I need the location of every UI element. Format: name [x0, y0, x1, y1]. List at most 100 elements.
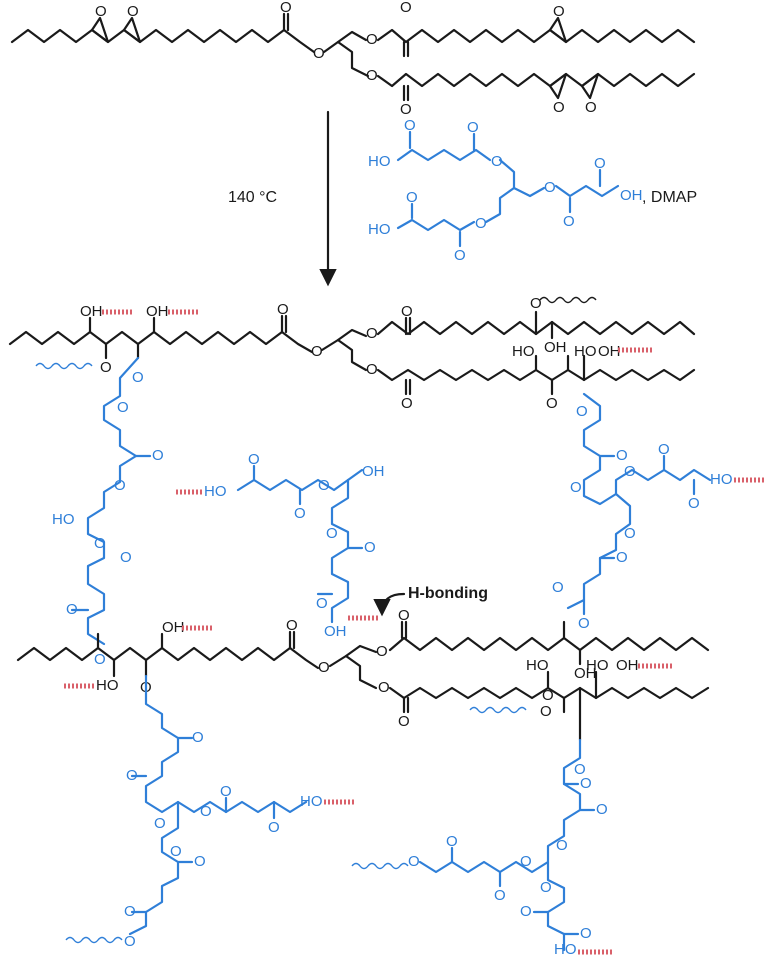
atom-o: O: [578, 615, 590, 632]
atom-o: O: [540, 703, 552, 720]
atom-o: O: [570, 479, 582, 496]
atom-ho: HO: [204, 483, 227, 500]
crosslink-lower-right: [418, 738, 596, 952]
atom-o: O: [398, 607, 410, 624]
crosslink-middle-labels: HO O O O OH O O O OH: [204, 451, 385, 640]
atom-o: O: [616, 447, 628, 464]
wavy-bond: [351, 862, 409, 870]
atom-o: O: [398, 713, 410, 730]
atom-o: O: [124, 933, 136, 950]
atom-ho: HO: [554, 941, 577, 958]
atom-o: O: [268, 819, 280, 836]
atom-o: O: [366, 325, 378, 342]
atom-o: O: [556, 837, 568, 854]
atom-o: O: [494, 887, 506, 904]
crosslink-lower-left: [128, 674, 308, 936]
atom-o: O: [94, 535, 106, 552]
crosslink-right: [566, 392, 712, 616]
reagent-atom-labels: HO O O O O O O OH O O O HO: [368, 117, 643, 264]
atom-o: O: [366, 361, 378, 378]
atom-o: O: [200, 803, 212, 820]
atom-oh: OH: [620, 187, 643, 204]
atom-o: O: [366, 67, 378, 84]
atom-o: O: [94, 651, 106, 668]
atom-o: O: [401, 395, 413, 412]
atom-ho: HO: [52, 511, 75, 528]
atom-oh: OH: [616, 657, 639, 674]
atom-oh: OH: [598, 343, 621, 360]
atom-o: O: [408, 853, 420, 870]
atom-ho: HO: [526, 657, 549, 674]
atom-o: O: [401, 303, 413, 320]
atom-o: O: [313, 45, 325, 62]
atom-oh: OH: [146, 303, 169, 320]
atom-o: O: [132, 369, 144, 386]
atom-ho: HO: [96, 677, 119, 694]
atom-o: O: [552, 579, 564, 596]
atom-o: O: [114, 477, 126, 494]
atom-o: O: [248, 451, 260, 468]
atom-o: O: [364, 539, 376, 556]
atom-ho: HO: [368, 221, 391, 238]
atom-ho: HO: [368, 153, 391, 170]
atom-o: O: [553, 99, 565, 116]
atom-o: O: [194, 853, 206, 870]
atom-o: O: [220, 783, 232, 800]
atom-o: O: [326, 525, 338, 542]
atom-o: O: [491, 153, 503, 170]
wavy-bond: [469, 706, 527, 714]
atom-o: O: [585, 99, 597, 116]
atom-o: O: [520, 903, 532, 920]
atom-o: O: [520, 853, 532, 870]
atom-o: O: [400, 0, 412, 16]
atom-o: O: [400, 101, 412, 118]
atom-o: O: [152, 447, 164, 464]
atom-oh: OH: [544, 339, 567, 356]
atom-o: O: [120, 549, 132, 566]
atom-o: O: [576, 403, 588, 420]
crosslink-lower-left-labels: O O O O O O HO O O O O: [124, 729, 323, 950]
atom-o: O: [563, 213, 575, 230]
atom-o: O: [316, 595, 328, 612]
atom-o: O: [192, 729, 204, 746]
atom-o: O: [580, 925, 592, 942]
atom-ho: HO: [574, 343, 597, 360]
atom-o: O: [126, 767, 138, 784]
atom-ho: HO: [300, 793, 323, 810]
wavy-bond: [539, 296, 597, 304]
atom-o: O: [66, 601, 78, 618]
hbonding-arrow: [373, 592, 406, 617]
atom-o: O: [574, 761, 586, 778]
atom-o: O: [170, 843, 182, 860]
atom-o: O: [95, 3, 107, 20]
atom-o: O: [117, 399, 129, 416]
crosslink-right-labels: O O O O O O HO O O O O: [552, 403, 733, 632]
atom-o: O: [294, 505, 306, 522]
atom-o: O: [467, 119, 479, 136]
upper-triglyceride-labels: OH OH O O O O O O O O OH HO O HO OH: [80, 295, 621, 412]
atom-o: O: [542, 687, 554, 704]
epoxidized-triglyceride: [10, 12, 696, 102]
atom-o: O: [154, 815, 166, 832]
atom-o: O: [286, 617, 298, 634]
atom-oh: OH: [80, 303, 103, 320]
atom-oh: OH: [324, 623, 347, 640]
hbonding-label: H-bonding: [408, 585, 488, 602]
atom-oh: OH: [574, 665, 597, 682]
atom-o: O: [580, 775, 592, 792]
atom-o: O: [596, 801, 608, 818]
atom-o: O: [624, 525, 636, 542]
atom-o: O: [366, 31, 378, 48]
atom-o: O: [594, 155, 606, 172]
reaction-condition: 140 °C: [228, 189, 277, 206]
atom-o: O: [688, 495, 700, 512]
crosslink-lower-right-labels: O O O O O O O O O O O HO: [408, 761, 608, 958]
hydrogen-bond-markers: [64, 309, 764, 955]
atom-o: O: [318, 477, 330, 494]
atom-o: O: [616, 549, 628, 566]
atom-o: O: [124, 903, 136, 920]
atom-o: O: [404, 117, 416, 134]
atom-o: O: [658, 441, 670, 458]
reagent-catalyst-label: , DMAP: [642, 189, 697, 206]
